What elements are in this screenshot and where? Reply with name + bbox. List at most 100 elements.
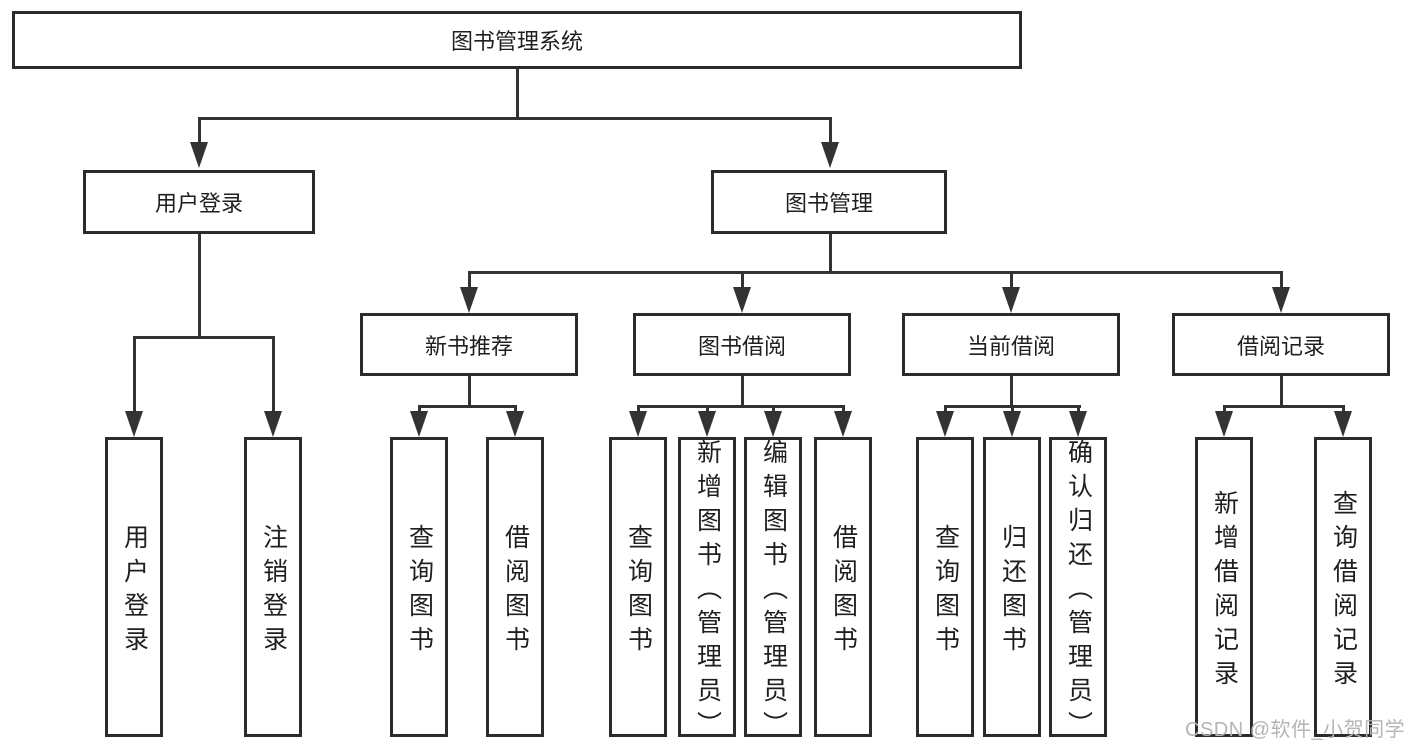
leaf-borrow-books: 借阅图书: [814, 437, 872, 737]
edge-borrow-records-branch: [1223, 405, 1344, 408]
vertical-char: 录: [1210, 659, 1239, 685]
vertical-char: 阅: [1329, 591, 1358, 617]
edge-user-login-branch: [133, 336, 274, 339]
vertical-char: 辑: [759, 472, 788, 498]
edge-to-leaf-logout: [272, 336, 275, 412]
arrowhead-leaf-login: [125, 411, 143, 437]
vertical-char: ）: [693, 710, 722, 736]
edge-leaf: [706, 405, 709, 414]
arrowhead-leaf: [1003, 411, 1021, 437]
vertical-char: （: [693, 574, 722, 600]
vertical-char: 管: [1064, 608, 1093, 634]
vertical-char: 书: [998, 625, 1027, 651]
leaf-logout-login: 注销登录: [244, 437, 302, 737]
vertical-char: 图: [624, 591, 653, 617]
edge-to-borrow-records: [1280, 271, 1283, 288]
leaf-add-books-admin: 新增图书（管理员）: [678, 437, 736, 737]
arrowhead-leaf: [764, 411, 782, 437]
node-book-borrow-label: 图书借阅: [697, 333, 786, 359]
node-new-book-recommend: 新书推荐: [360, 313, 578, 376]
node-root-label: 图书管理系统: [450, 29, 583, 54]
vertical-char: 增: [693, 472, 722, 498]
vertical-char: 新: [1210, 489, 1239, 515]
edge-to-user-login: [198, 117, 201, 144]
vertical-char: 管: [759, 608, 788, 634]
node-user-login: 用户登录: [83, 170, 315, 234]
vertical-char: 查: [931, 523, 960, 549]
vertical-char: 归: [1064, 506, 1093, 532]
vertical-char: （: [1064, 574, 1093, 600]
vertical-char: 借: [1210, 557, 1239, 583]
vertical-char: 员: [1064, 676, 1093, 702]
node-book-borrow: 图书借阅: [633, 313, 851, 376]
vertical-char: 借: [829, 523, 858, 549]
node-current-borrow-label: 当前借阅: [966, 333, 1055, 359]
node-borrow-records-label: 借阅记录: [1236, 333, 1325, 359]
leaf-query-borrow-record: 查询借阅记录: [1314, 437, 1372, 737]
vertical-char: 录: [1329, 659, 1358, 685]
edge-new-book-recommend-stem: [468, 376, 471, 407]
edge-current-borrow-stem: [1010, 376, 1013, 407]
vertical-char: （: [759, 574, 788, 600]
vertical-char: 管: [693, 608, 722, 634]
node-current-borrow: 当前借阅: [902, 313, 1120, 376]
arrowhead-leaf: [1334, 411, 1352, 437]
arrowhead-leaf: [410, 411, 428, 437]
leaf-query-books-borrow-label: 查询图书: [612, 440, 664, 734]
arrowhead-current-borrow: [1002, 287, 1020, 313]
arrowhead-book-management: [821, 142, 839, 168]
vertical-char: 归: [998, 523, 1027, 549]
vertical-char: 书: [405, 625, 434, 651]
arrowhead-leaf: [834, 411, 852, 437]
vertical-char: 记: [1210, 625, 1239, 651]
arrowhead-leaf: [506, 411, 524, 437]
vertical-char: 理: [759, 642, 788, 668]
vertical-char: 阅: [829, 557, 858, 583]
leaf-logout-login-label: 注销登录: [247, 440, 299, 734]
leaf-user-login: 用户登录: [105, 437, 163, 737]
edge-borrow-records-stem: [1280, 376, 1283, 407]
vertical-char: 书: [759, 540, 788, 566]
vertical-char: 增: [1210, 523, 1239, 549]
vertical-char: 员: [759, 676, 788, 702]
arrowhead-leaf: [1215, 411, 1233, 437]
vertical-char: 图: [759, 506, 788, 532]
vertical-char: 询: [931, 557, 960, 583]
edge-leaf: [1077, 405, 1080, 414]
vertical-char: 查: [1329, 489, 1358, 515]
arrowhead-new-book-recommend: [460, 287, 478, 313]
leaf-query-books-current: 查询图书: [916, 437, 974, 737]
node-root: 图书管理系统: [12, 11, 1022, 69]
vertical-char: 图: [693, 506, 722, 532]
vertical-char: 查: [405, 523, 434, 549]
edge-user-login-stem: [198, 234, 201, 338]
arrowhead-borrow-records: [1272, 287, 1290, 313]
edge-leaf: [514, 405, 517, 414]
edge-book-mgmt-stem: [829, 234, 832, 274]
node-new-book-recommend-label: 新书推荐: [424, 333, 513, 359]
node-book-management: 图书管理: [711, 170, 947, 234]
arrowhead-leaf: [698, 411, 716, 437]
vertical-char: 新: [693, 438, 722, 464]
edge-leaf: [1011, 405, 1014, 414]
leaf-query-books-current-label: 查询图书: [919, 440, 971, 734]
edge-leaf: [418, 405, 421, 414]
vertical-char: 书: [829, 625, 858, 651]
edge-to-leaf-login: [133, 336, 136, 412]
vertical-char: 录: [120, 625, 149, 651]
vertical-char: 登: [259, 591, 288, 617]
leaf-query-books-recommend: 查询图书: [390, 437, 448, 737]
vertical-char: 图: [501, 591, 530, 617]
vertical-char: 销: [259, 557, 288, 583]
edge-book-borrow-branch: [637, 405, 845, 408]
edge-leaf: [842, 405, 845, 414]
vertical-char: 注: [259, 523, 288, 549]
arrowhead-leaf-logout: [264, 411, 282, 437]
vertical-char: 书: [693, 540, 722, 566]
vertical-char: 编: [759, 438, 788, 464]
arrowhead-leaf: [1069, 411, 1087, 437]
vertical-char: 书: [501, 625, 530, 651]
leaf-borrow-books-label: 借阅图书: [817, 440, 869, 734]
vertical-char: 图: [829, 591, 858, 617]
vertical-char: 理: [1064, 642, 1093, 668]
